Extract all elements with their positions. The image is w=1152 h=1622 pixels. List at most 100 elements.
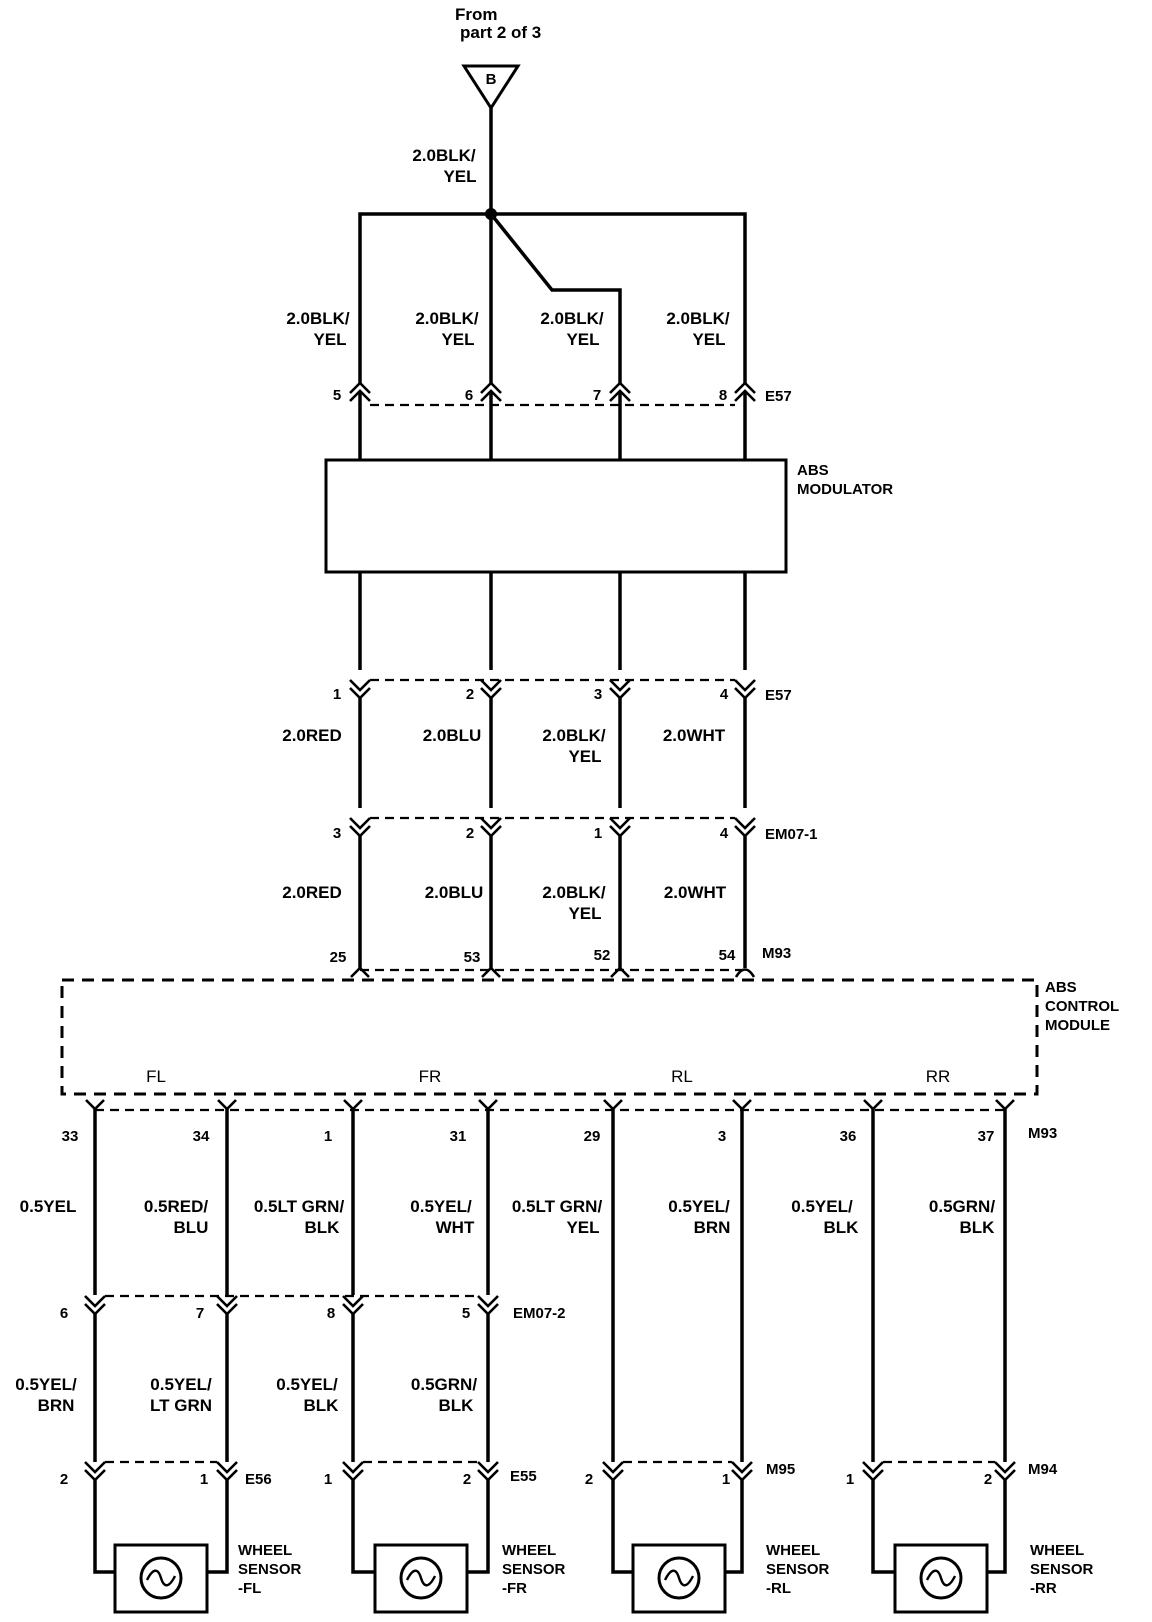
sensor-wire-31-label-1: 0.5YEL/ [410, 1197, 472, 1216]
e55-pin-1: 1 [324, 1471, 332, 1488]
mod-in-wire-8-label-1: 2.0BLK/ [666, 309, 730, 328]
m94-connector-label: M94 [1028, 1461, 1058, 1478]
sensor-wires-lower [93, 1313, 490, 1462]
sensor-wire-1-label-1: 0.5LT GRN/ [254, 1197, 345, 1216]
em07-1-pin-2: 2 [466, 825, 474, 842]
sensor-wire-lower-fr2-label-1: 0.5GRN/ [411, 1375, 477, 1394]
m93-bottom-pin-29: 29 [584, 1128, 601, 1145]
sensor-wire-3-label-1: 0.5YEL/ [668, 1197, 730, 1216]
wheel-sensor-fr-label-2: SENSOR [502, 1561, 566, 1578]
sensor-wire-37-label-1: 0.5GRN/ [929, 1197, 995, 1216]
connector-e57-bottom [349, 678, 756, 700]
sensor-wire-31-label-2: WHT [436, 1218, 475, 1237]
e57-top-pin-8: 8 [719, 387, 727, 404]
em07-2-pin-6: 6 [60, 1305, 68, 1322]
sensor-wire-lower-fl2-label-1: 0.5YEL/ [150, 1375, 212, 1394]
wire-a-3-label-2: YEL [568, 747, 601, 766]
abs-control-module-label-1: ABS [1045, 979, 1077, 996]
feed-wires [358, 108, 747, 385]
wheel-sensor-rr-icon [871, 1479, 1007, 1614]
connector-em07-2 [84, 1294, 499, 1316]
wheel-sensor-fl-label-2: SENSOR [238, 1561, 302, 1578]
connector-b-triangle: B [461, 64, 521, 111]
connector-b-label: B [486, 71, 497, 88]
connector-em07-1 [349, 816, 756, 838]
wire-a-1-label-1: 2.0RED [282, 726, 342, 745]
bus-wire-label-2: YEL [443, 167, 476, 186]
m93-bottom-connector-label: M93 [1028, 1125, 1057, 1142]
sensor-wire-29-label-2: YEL [566, 1218, 599, 1237]
em07-2-pin-8: 8 [327, 1305, 335, 1322]
wire-a-2-label-1: 2.0BLU [423, 726, 482, 745]
sensor-wire-1-label-2: BLK [305, 1218, 341, 1237]
mod-in-wire-6-label-1: 2.0BLK/ [415, 309, 479, 328]
e55-connector-label: E55 [510, 1468, 537, 1485]
e57-bottom-pin-2: 2 [466, 686, 474, 703]
e57-top-pin-5: 5 [333, 387, 341, 404]
wheel-sensor-rr-label-1: WHEEL [1030, 1542, 1084, 1559]
mod-in-wire-7-label-1: 2.0BLK/ [540, 309, 604, 328]
m94-pin-1: 1 [846, 1471, 854, 1488]
m93-bottom-pin-37: 37 [978, 1128, 995, 1145]
mod-in-wire-6-label-2: YEL [441, 330, 474, 349]
m93-top-connector-label: M93 [762, 945, 791, 962]
e57-bottom-pin-1: 1 [333, 686, 341, 703]
m95-connector-label: M95 [766, 1461, 795, 1478]
connector-e57-top [349, 381, 756, 460]
sensor-wire-36-label-2: BLK [824, 1218, 860, 1237]
channel-fr-label: FR [419, 1067, 442, 1086]
m94-pin-2: 2 [984, 1471, 992, 1488]
mod-in-wire-7-label-2: YEL [566, 330, 599, 349]
em07-1-pin-1: 1 [594, 825, 602, 842]
m93-top-pin-25: 25 [330, 949, 347, 966]
m95-pin-2: 2 [585, 1471, 593, 1488]
e56-pin-2: 2 [60, 1471, 68, 1488]
m93-bottom-pin-3: 3 [718, 1128, 726, 1145]
e57-bottom-pin-4: 4 [720, 686, 729, 703]
mod-in-wire-8-label-2: YEL [692, 330, 725, 349]
m93-bottom-pin-31: 31 [450, 1128, 467, 1145]
channel-fl-label: FL [146, 1067, 166, 1086]
sensor-wire-lower-fl1-label-1: 0.5YEL/ [15, 1375, 77, 1394]
m93-top-pin-53: 53 [464, 949, 481, 966]
e57-top-pin-6: 6 [465, 387, 473, 404]
connector-m93-top [350, 966, 756, 978]
em07-2-pin-7: 7 [196, 1305, 204, 1322]
wires-em07-1-m93 [358, 836, 747, 968]
e56-pin-1: 1 [200, 1471, 208, 1488]
sensor-wire-lower-fl1-label-2: BRN [38, 1396, 75, 1415]
e55-pin-2: 2 [463, 1471, 471, 1488]
abs-modulator-label-1: ABS [797, 462, 829, 479]
abs-control-module-label-3: MODULE [1045, 1017, 1110, 1034]
wheel-sensor-fl-label-3: -FL [238, 1580, 261, 1597]
e57-top-connector-label: E57 [765, 388, 792, 405]
wheel-sensor-rr-label-2: SENSOR [1030, 1561, 1094, 1578]
wheel-sensor-rl-icon [611, 1479, 744, 1614]
wire-a-4-label-1: 2.0WHT [663, 726, 726, 745]
em07-1-pin-3: 3 [333, 825, 341, 842]
m93-bottom-pin-36: 36 [840, 1128, 857, 1145]
channel-rr-label: RR [926, 1067, 951, 1086]
mod-in-wire-5-label-2: YEL [313, 330, 346, 349]
abs-control-module-label-2: CONTROL [1045, 998, 1119, 1015]
mod-in-wire-5-label-1: 2.0BLK/ [286, 309, 350, 328]
em07-2-pin-5: 5 [462, 1305, 470, 1322]
abs-control-module-box [60, 978, 1039, 1096]
wheel-sensor-fr-icon [351, 1479, 490, 1614]
m93-bottom-pin-34: 34 [193, 1128, 210, 1145]
connector-sensor-row [84, 1460, 1016, 1482]
wire-b-3-label-1: 2.0BLK/ [542, 883, 606, 902]
sensor-wires-upper [93, 1109, 1007, 1462]
wheel-sensor-rl-label-1: WHEEL [766, 1542, 820, 1559]
sensor-wire-34-label-1: 0.5RED/ [144, 1197, 209, 1216]
em07-1-connector-label: EM07-1 [765, 826, 818, 843]
sensor-wire-lower-fl2-label-2: LT GRN [150, 1396, 212, 1415]
wheel-sensor-rr-label-3: -RR [1030, 1580, 1057, 1597]
wire-a-3-label-1: 2.0BLK/ [542, 726, 606, 745]
m93-top-pin-54: 54 [719, 947, 736, 964]
e57-bottom-connector-label: E57 [765, 687, 792, 704]
bus-wire-label-1: 2.0BLK/ [412, 146, 476, 165]
wheel-sensor-fl-icon [93, 1479, 229, 1614]
sensor-wire-lower-fr1-label-1: 0.5YEL/ [276, 1375, 338, 1394]
sensor-wire-29-label-1: 0.5LT GRN/ [512, 1197, 603, 1216]
